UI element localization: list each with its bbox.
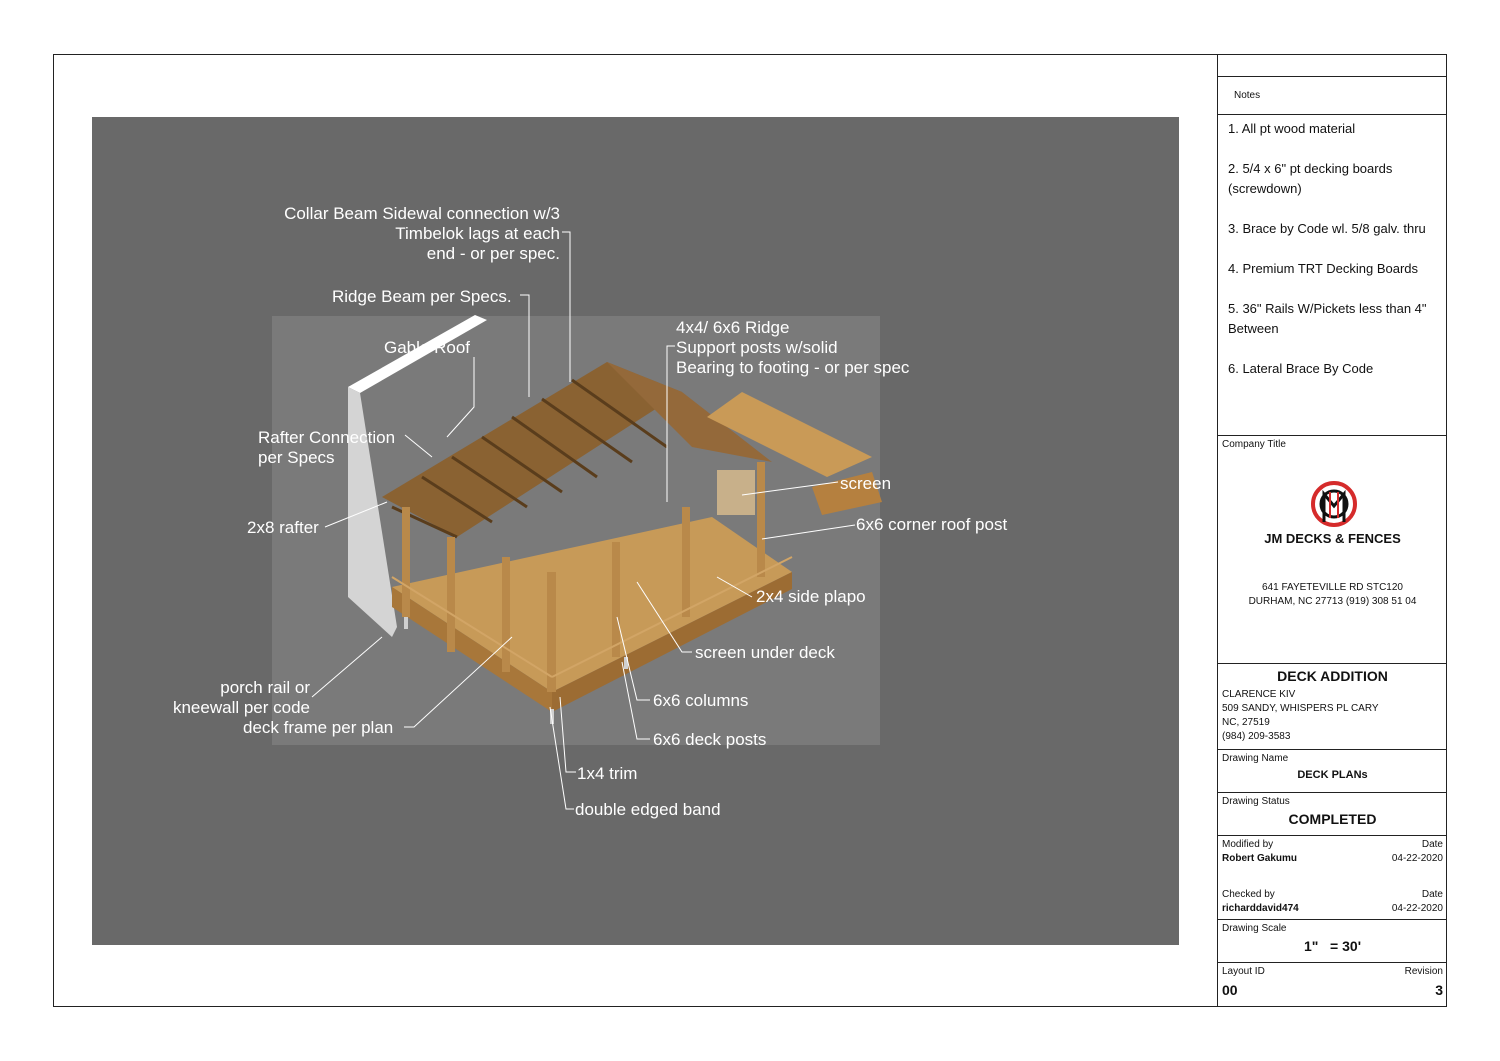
company-section: Company Title JM DECKS & FENCES 641 FAYE… [1218, 436, 1447, 664]
modified-date-label: Date [1421, 839, 1443, 850]
notes-section: 1. All pt wood material 2. 5/4 x 6" pt d… [1218, 115, 1447, 436]
checked-date-label: Date [1421, 889, 1443, 900]
client-name: CLARENCE KIV [1222, 689, 1296, 700]
client-address-line1: 509 SANDY, WHISPERS PL CARY [1222, 703, 1379, 714]
drawing-status-section: Drawing Status COMPLETED [1218, 793, 1447, 836]
checked-by-value: richarddavid474 [1222, 903, 1299, 914]
callout-corner-roof-post: 6x6 corner roof post [856, 515, 1008, 534]
note-item: 6. Lateral Brace By Code [1228, 361, 1374, 376]
rendering-viewport: Collar Beam Sidewal connection w/3 Timbe… [92, 117, 1179, 945]
leader-lines [311, 231, 856, 810]
post [447, 537, 455, 652]
note-item: 2. 5/4 x 6" pt decking boards (screwdown… [1228, 161, 1393, 196]
callout-ridge-support-posts: 4x4/ 6x6 Ridge Support posts w/solid Bea… [676, 318, 910, 377]
callout-ridge-beam: Ridge Beam per Specs. [332, 287, 512, 306]
callout-rafter-connection: Rafter Connection per Specs [258, 428, 396, 467]
checked-date-value: 04-22-2020 [1391, 903, 1443, 914]
rafter-lines [391, 378, 668, 539]
title-block-top-strip [1218, 54, 1447, 77]
drawing-name-section: Drawing Name DECK PLANs [1218, 750, 1447, 793]
modified-by-value: Robert Gakumu [1222, 853, 1298, 864]
notes-label: Notes [1234, 90, 1261, 101]
side-deck [707, 392, 872, 477]
layout-section: Layout ID Revision 00 3 [1218, 963, 1447, 1007]
title-block: Notes 1. All pt wood material 2. 5/4 x 6… [1217, 54, 1447, 1007]
note-item: 5. 36" Rails W/Pickets less than 4" Betw… [1228, 301, 1427, 336]
layout-id-label: Layout ID [1222, 966, 1265, 977]
railing [391, 556, 793, 678]
post [547, 572, 556, 692]
deck-band-front [552, 572, 792, 712]
client-phone: (984) 209-3583 [1222, 731, 1291, 742]
callout-2x8-rafter: 2x8 rafter [247, 518, 319, 537]
revision-label: Revision [1404, 966, 1443, 977]
house-wall [348, 387, 397, 637]
post [402, 507, 410, 617]
callout-6x6-columns: 6x6 columns [653, 691, 749, 710]
callout-side-plapo: 2x4 side plapo [756, 587, 866, 606]
company-name: JM DECKS & FENCES [1264, 531, 1401, 546]
callout-double-edged-band: double edged band [575, 800, 721, 819]
drawing-scale-value: 1" = 30' [1303, 938, 1362, 954]
screen-panel [717, 470, 755, 515]
callout-6x6-deck-posts: 6x6 deck posts [653, 730, 767, 749]
roof-rafters-right [607, 362, 772, 462]
posts [402, 462, 765, 692]
project-section: DECK ADDITION CLARENCE KIV 509 SANDY, WH… [1218, 664, 1447, 750]
checked-by-label: Checked by [1222, 889, 1275, 900]
drawing-status-label: Drawing Status [1222, 796, 1290, 807]
company-title-label: Company Title [1222, 439, 1286, 450]
callout-screen-under-deck: screen under deck [695, 643, 835, 662]
company-address-line2: DURHAM, NC 27713 (919) 308 51 04 [1248, 596, 1417, 607]
company-address-line1: 641 FAYETEVILLE RD STC120 [1262, 582, 1403, 593]
drawing-scale-label: Drawing Scale [1222, 923, 1287, 934]
notes-list: 1. All pt wood material 2. 5/4 x 6" pt d… [1228, 119, 1433, 399]
drawing-sheet-border [53, 54, 1447, 1007]
client-address-line2: NC, 27519 [1222, 717, 1270, 728]
post [682, 507, 690, 617]
deck-rendering [272, 231, 882, 810]
modified-by-label: Modified by [1222, 839, 1274, 850]
layout-id-value: 00 [1222, 982, 1238, 998]
drawing-scale-section: Drawing Scale 1" = 30' [1218, 920, 1447, 963]
note-item: 1. All pt wood material [1228, 121, 1356, 136]
callout-gable-roof: Gable Roof [384, 338, 470, 357]
modified-date-value: 04-22-2020 [1391, 853, 1443, 864]
post [757, 462, 765, 577]
drawing-status-value: COMPLETED [1288, 811, 1377, 827]
client-info: CLARENCE KIV 509 SANDY, WHISPERS PL CARY… [1222, 688, 1379, 744]
wall-top [348, 315, 487, 393]
post [612, 542, 620, 657]
note-item: 3. Brace by Code wl. 5/8 galv. thru [1228, 221, 1426, 236]
revision-value: 3 [1435, 982, 1443, 998]
deck-band-left [392, 587, 552, 712]
callout-1x4-trim: 1x4 trim [577, 764, 638, 783]
drawing-name-label: Drawing Name [1222, 753, 1289, 764]
revision-history-section: Modified by Date Robert Gakumu 04-22-202… [1218, 836, 1447, 920]
drawing-name-value: DECK PLANs [1297, 769, 1368, 781]
callout-deck-frame: deck frame per plan [243, 718, 394, 737]
project-title: DECK ADDITION [1277, 668, 1388, 684]
post [502, 557, 510, 672]
notes-header: Notes [1218, 77, 1447, 115]
footings [404, 617, 628, 724]
note-item: 4. Premium TRT Decking Boards [1228, 261, 1419, 276]
callout-collar-beam: Collar Beam Sidewal connection w/3 Timbe… [284, 204, 560, 263]
deck-floor [392, 517, 792, 692]
callout-porch-rail: porch rail or kneewall per code [172, 678, 310, 717]
callout-screen: screen [840, 474, 892, 493]
company-logo-icon [1311, 481, 1357, 527]
